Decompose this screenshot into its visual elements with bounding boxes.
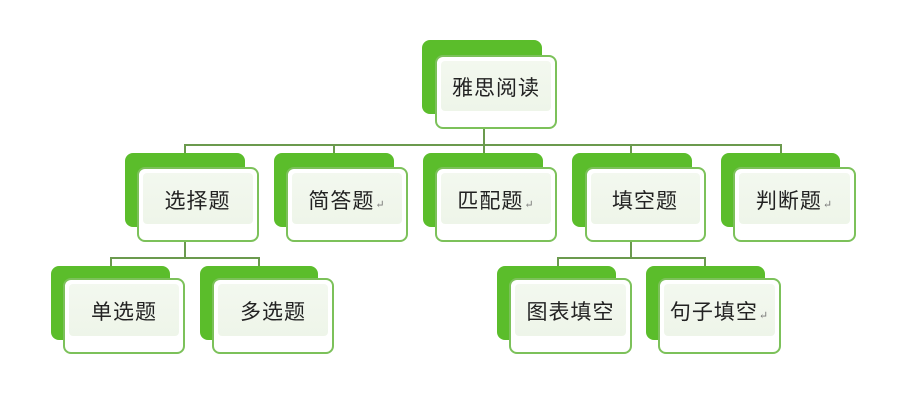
node-box: 多选题	[212, 278, 334, 354]
node-box: 简答题↵	[286, 167, 408, 242]
connector-short-up	[333, 144, 335, 156]
node-label: 单选题	[91, 300, 157, 324]
node-label: 匹配题↵	[457, 188, 535, 213]
node-box: 句子填空↵	[658, 278, 781, 354]
connector-judge-up	[780, 144, 782, 156]
node-label: 简答题↵	[308, 188, 386, 213]
node-box: 填空题	[585, 167, 706, 242]
connector-fill-bar	[557, 257, 706, 259]
connector-fill-down	[630, 240, 632, 259]
node-label: 选择题	[164, 188, 231, 213]
node-label: 图表填空	[526, 300, 615, 324]
connector-match-up	[483, 144, 485, 156]
connector-root-down	[483, 126, 485, 146]
return-mark-icon: ↵	[524, 197, 535, 211]
node-label: 判断题↵	[755, 188, 834, 213]
node-box: 单选题	[63, 278, 185, 354]
connector-single-up	[110, 257, 112, 267]
node-box: 判断题↵	[733, 167, 856, 242]
connector-choice-up	[184, 144, 186, 156]
connector-choice-down	[184, 240, 186, 259]
return-mark-icon: ↵	[758, 309, 770, 322]
node-box: 匹配题↵	[435, 167, 557, 242]
node-label: 多选题	[240, 300, 306, 324]
connector-multi-up	[258, 257, 260, 267]
node-box: 雅思阅读	[435, 55, 557, 129]
return-mark-icon: ↵	[375, 197, 386, 211]
root-label: 雅思阅读	[452, 76, 540, 100]
node-box: 图表填空	[509, 278, 632, 354]
node-label: 句子填空↵	[669, 300, 770, 324]
connector-sentence-fill-up	[704, 257, 706, 267]
node-label: 填空题	[612, 188, 678, 213]
connector-choice-bar	[110, 257, 260, 259]
node-box: 选择题	[137, 167, 259, 242]
connector-chart-fill-up	[557, 257, 559, 267]
return-mark-icon: ↵	[822, 197, 834, 211]
connector-fill-up	[630, 144, 632, 156]
